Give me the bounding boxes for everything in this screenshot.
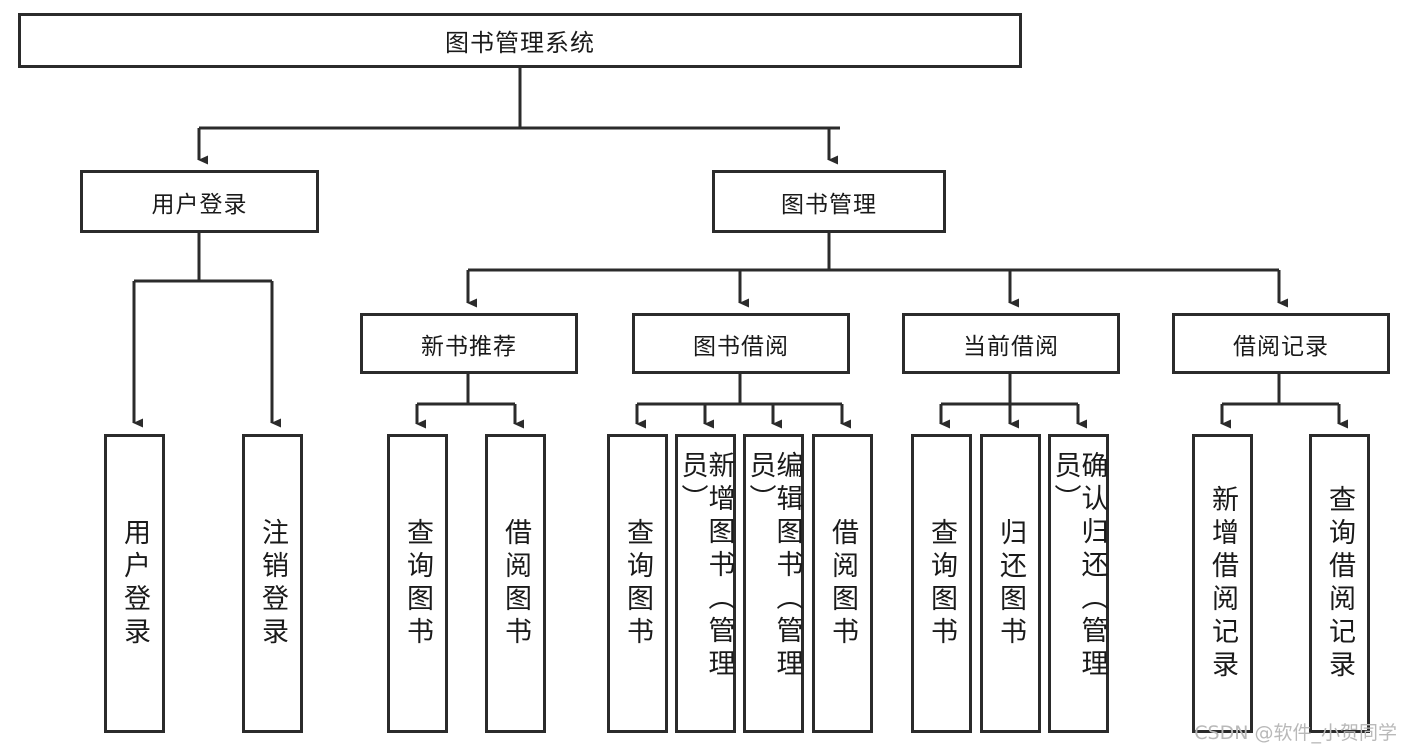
leaf-current-query-book[interactable]: 查询图书 (911, 434, 972, 733)
leaf-borrow-add-book-admin[interactable]: 新增图书（管理员） (675, 434, 736, 733)
leaf-user-login-logout[interactable]: 注销登录 (242, 434, 303, 733)
node-new-book-recommend[interactable]: 新书推荐 (360, 313, 578, 374)
node-current-borrow[interactable]: 当前借阅 (902, 313, 1120, 374)
leaf-user-login-login[interactable]: 用户登录 (104, 434, 165, 733)
node-borrow-record[interactable]: 借阅记录 (1172, 313, 1390, 374)
leaf-borrow-borrow-book[interactable]: 借阅图书 (812, 434, 873, 733)
node-book-borrow[interactable]: 图书借阅 (632, 313, 850, 374)
leaf-record-query-record[interactable]: 查询借阅记录 (1309, 434, 1370, 733)
leaf-record-add-record[interactable]: 新增借阅记录 (1192, 434, 1253, 733)
leaf-current-confirm-return-admin[interactable]: 确认归还（管理员） (1048, 434, 1109, 733)
node-user-login[interactable]: 用户登录 (80, 170, 319, 233)
leaf-borrow-query-book[interactable]: 查询图书 (607, 434, 668, 733)
leaf-recommend-query-book[interactable]: 查询图书 (387, 434, 448, 733)
leaf-recommend-borrow-book[interactable]: 借阅图书 (485, 434, 546, 733)
node-root-system[interactable]: 图书管理系统 (18, 13, 1022, 68)
leaf-current-return-book[interactable]: 归还图书 (980, 434, 1041, 733)
node-book-manage[interactable]: 图书管理 (712, 170, 946, 233)
leaf-borrow-edit-book-admin[interactable]: 编辑图书（管理员） (743, 434, 804, 733)
